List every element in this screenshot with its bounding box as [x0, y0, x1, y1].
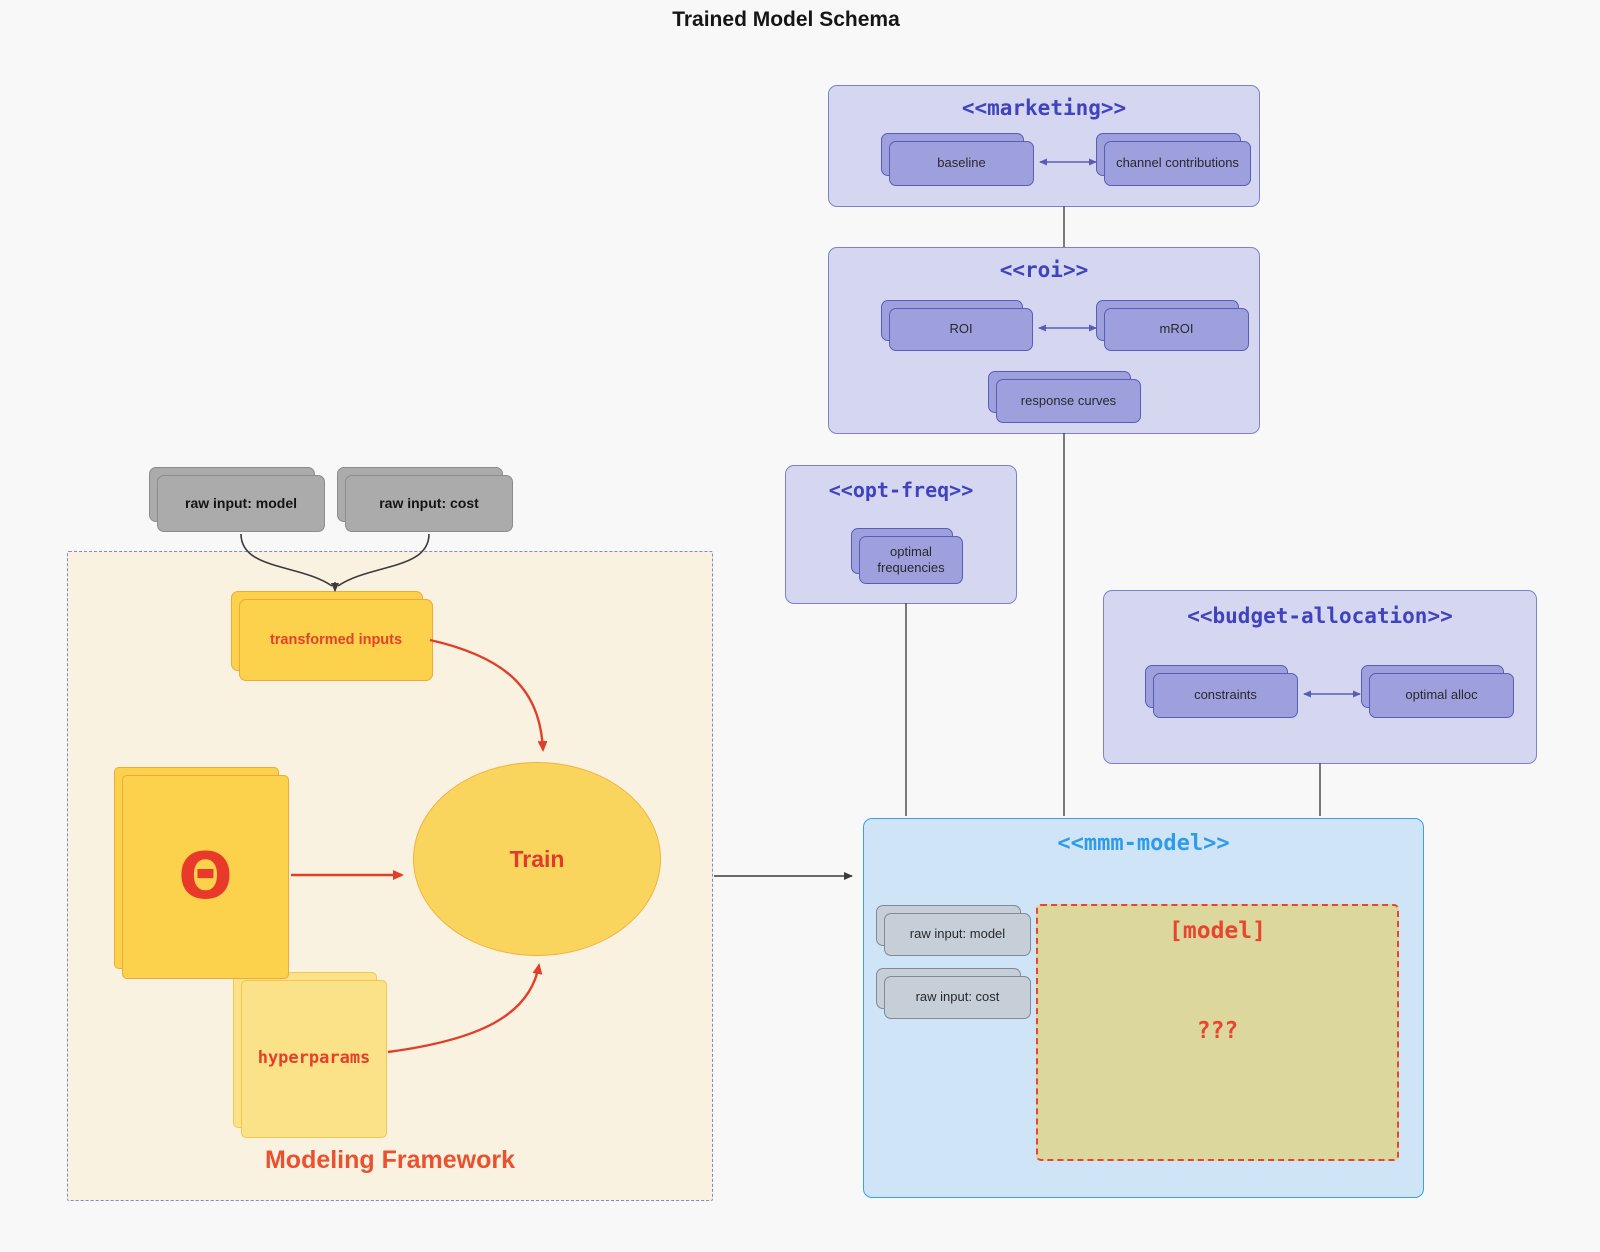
node-hyperparams-label: hyperparams — [257, 1048, 371, 1069]
theta-glyph: Θ — [178, 840, 233, 914]
node-mmm-raw-input-model: raw input: model — [876, 905, 1031, 956]
node-optimal-frequencies-label: optimal frequencies — [877, 543, 945, 575]
diagram-title: Trained Model Schema — [672, 8, 900, 31]
node-train-label: Train — [509, 845, 565, 872]
node-channel-contributions: channel contributions — [1096, 133, 1251, 186]
model-placeholder-label: [model] — [1169, 918, 1266, 944]
modeling-framework-region: transformed inputs Θ Train hyperparams M… — [67, 551, 713, 1201]
group-budget-allocation-title: <<budget-allocation>> — [1187, 604, 1453, 628]
node-channel-contributions-label: channel contributions — [1116, 155, 1239, 171]
node-constraints-label: constraints — [1194, 687, 1257, 703]
node-raw-input-cost: raw input: cost — [337, 467, 513, 532]
node-response-curves: response curves — [988, 371, 1141, 423]
node-raw-input-model-label: raw input: model — [185, 494, 297, 511]
node-mmm-raw-input-cost: raw input: cost — [876, 968, 1031, 1019]
group-opt-freq: <<opt-freq>> optimal frequencies — [785, 465, 1017, 604]
group-mmm-model: <<mmm-model>> raw input: model raw input… — [863, 818, 1424, 1198]
group-mmm-model-title: <<mmm-model>> — [1057, 831, 1230, 856]
node-roi: ROI — [881, 300, 1033, 351]
node-mroi-label: mROI — [1159, 321, 1194, 337]
node-optimal-alloc: optimal alloc — [1361, 665, 1514, 718]
node-baseline: baseline — [881, 133, 1034, 186]
node-constraints: constraints — [1145, 665, 1298, 718]
node-mmm-raw-input-cost-label: raw input: cost — [915, 989, 1000, 1005]
group-marketing-title: <<marketing>> — [961, 96, 1127, 120]
node-optimal-alloc-label: optimal alloc — [1405, 687, 1478, 703]
node-transformed-inputs: transformed inputs — [231, 591, 433, 681]
node-raw-input-cost-label: raw input: cost — [379, 494, 479, 511]
node-response-curves-label: response curves — [1020, 392, 1117, 408]
node-optimal-frequencies: optimal frequencies — [851, 528, 963, 584]
node-theta: Θ — [114, 767, 289, 979]
group-budget-allocation: <<budget-allocation>> constraints optima… — [1103, 590, 1537, 764]
node-baseline-label: baseline — [937, 155, 986, 171]
node-roi-label: ROI — [949, 321, 973, 337]
node-hyperparams: hyperparams — [233, 972, 387, 1138]
node-transformed-inputs-label: transformed inputs — [269, 631, 403, 648]
model-unknown-label: ??? — [1196, 1018, 1239, 1044]
group-marketing: <<marketing>> baseline channel contribut… — [828, 85, 1260, 207]
node-mmm-raw-input-model-label: raw input: model — [909, 926, 1006, 942]
group-roi: <<roi>> ROI mROI response curves — [828, 247, 1260, 434]
node-train-ellipse: Train — [413, 762, 661, 956]
group-roi-title: <<roi>> — [999, 258, 1089, 282]
node-raw-input-model: raw input: model — [149, 467, 325, 532]
modeling-framework-label: Modeling Framework — [264, 1146, 516, 1174]
group-opt-freq-title: <<opt-freq>> — [828, 478, 974, 502]
model-placeholder-box: [model] ??? — [1036, 904, 1399, 1161]
node-mroi: mROI — [1096, 300, 1249, 351]
